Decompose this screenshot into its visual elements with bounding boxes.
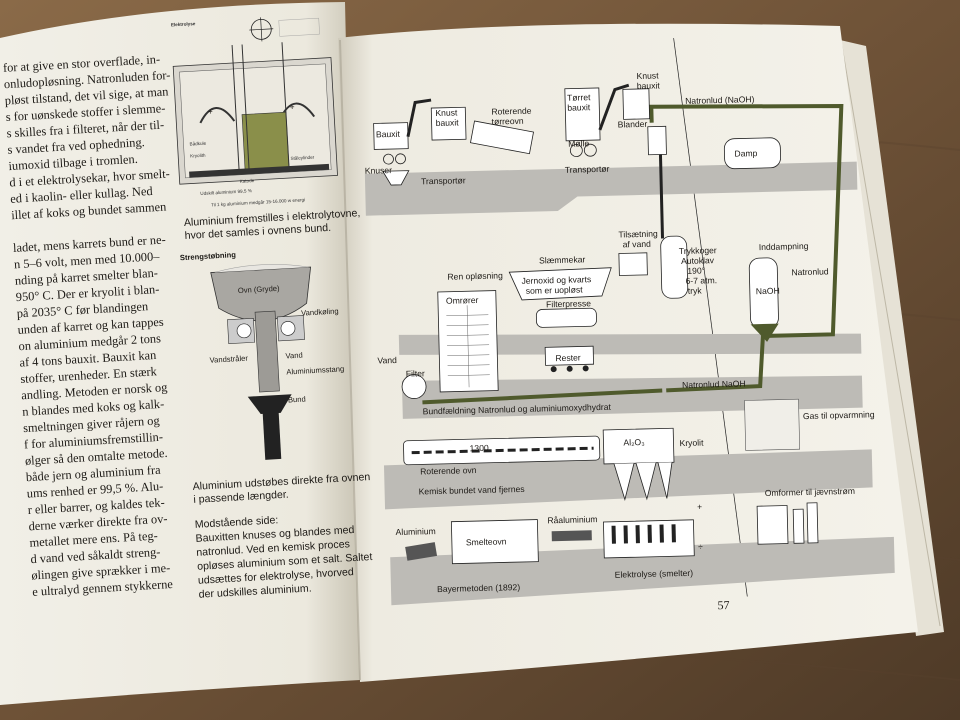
melting-furnace [450, 519, 539, 565]
steam-tank [723, 137, 781, 170]
svg-text:tørreovn: tørreovn [491, 116, 523, 127]
svg-text:Bund: Bund [288, 394, 306, 404]
svg-text:Filterpresse: Filterpresse [546, 298, 591, 309]
svg-text:Knust: Knust [435, 107, 458, 118]
svg-text:Omrører: Omrører [446, 295, 479, 306]
band-1 [364, 161, 858, 216]
svg-text:i passende længder.: i passende længder. [193, 489, 289, 506]
svg-text:Knuser: Knuser [365, 165, 393, 176]
svg-text:Roterende: Roterende [491, 106, 532, 117]
svg-text:Bauxit: Bauxit [376, 129, 401, 140]
svg-text:6-7 atm.: 6-7 atm. [685, 275, 717, 286]
svg-text:NaOH: NaOH [756, 286, 780, 297]
svg-text:Natronlud: Natronlud [791, 266, 829, 277]
svg-text:Til 1 kg aluminium medgår 15-1: Til 1 kg aluminium medgår 15-16.000 w en… [211, 196, 306, 207]
svg-text:÷: ÷ [698, 542, 703, 552]
spine-gutter [339, 39, 361, 681]
svg-text:Ren opløsning: Ren opløsning [447, 270, 503, 281]
svg-text:Bundfældning Natronlud og alum: Bundfældning Natronlud og aluminiumoxydh… [423, 402, 612, 417]
svg-text:Modstående side:: Modstående side: [194, 514, 278, 531]
svg-text:Gas til opvarmning: Gas til opvarmning [803, 409, 875, 421]
svg-text:som er uopløst: som er uopløst [526, 284, 584, 295]
svg-text:Al₂O₃: Al₂O₃ [623, 437, 645, 448]
svg-text:Roterende ovn: Roterende ovn [420, 465, 477, 476]
naoh-loop [649, 104, 844, 393]
svg-text:Aluminiumsstang: Aluminiumsstang [286, 364, 344, 376]
fig1-title: Elektrolyse [171, 21, 196, 27]
svg-text:Kryolit: Kryolit [679, 438, 704, 449]
svg-text:Autoklav: Autoklav [681, 255, 715, 266]
svg-text:Vandkøling: Vandkøling [301, 307, 339, 318]
svg-text:Vand: Vand [285, 351, 303, 361]
left-page-content: for at give en stor overflade, in-onludo… [3, 17, 373, 601]
svg-text:Slæmmekar: Slæmmekar [539, 254, 586, 265]
svg-text:Natronlud (NaOH): Natronlud (NaOH) [685, 94, 755, 106]
left-body-text: for at give en stor overflade, in-onludo… [3, 52, 174, 599]
svg-text:Jernoxid og kvarts: Jernoxid og kvarts [521, 274, 591, 286]
svg-text:bauxit: bauxit [567, 102, 591, 113]
svg-text:Katode: Katode [240, 178, 255, 184]
svg-text:bauxit: bauxit [436, 117, 460, 128]
svg-text:Omformer til jævnstrøm: Omformer til jævnstrøm [765, 486, 855, 498]
svg-text:+: + [207, 106, 213, 116]
svg-text:Vand: Vand [377, 355, 397, 365]
svg-text:Blander: Blander [618, 119, 648, 130]
svg-text:Aluminium: Aluminium [395, 526, 435, 537]
svg-text:+: + [697, 502, 702, 512]
page-number: 57 [717, 598, 729, 612]
svg-text:Inddampning: Inddampning [759, 241, 809, 252]
process-diagram: Bauxit Knuser Transportør Knust bauxit R… [364, 38, 895, 612]
svg-text:bauxit: bauxit [637, 80, 661, 91]
svg-text:Damp: Damp [734, 148, 757, 159]
svg-text:Kryolith: Kryolith [190, 153, 206, 159]
band-2 [398, 333, 862, 355]
autoclave [660, 235, 689, 299]
svg-text:Råaluminium: Råaluminium [547, 514, 597, 525]
svg-text:Knust: Knust [636, 70, 659, 81]
svg-text:af vand: af vand [623, 239, 652, 250]
svg-text:tryk: tryk [688, 285, 703, 295]
svg-text:Smelteovn: Smelteovn [466, 536, 507, 547]
svg-text:Elektrolyse (smelter): Elektrolyse (smelter) [615, 568, 694, 580]
svg-text:Trykkoger: Trykkoger [679, 245, 717, 256]
svg-text:Kemisk bundet vand fjernes: Kemisk bundet vand fjernes [419, 484, 525, 497]
svg-text:Ovn (Gryde): Ovn (Gryde) [238, 284, 281, 295]
svg-text:190°: 190° [687, 265, 705, 275]
svg-text:Stålcylinder: Stålcylinder [290, 154, 315, 161]
svg-text:Bayermetoden (1892): Bayermetoden (1892) [437, 582, 520, 594]
svg-text:Bådkule: Bådkule [189, 140, 206, 147]
svg-text:Transportør: Transportør [565, 164, 610, 175]
svg-text:Tilsætning: Tilsætning [618, 229, 658, 240]
svg-text:Filter: Filter [406, 368, 425, 378]
svg-text:1300: 1300 [469, 443, 489, 453]
svg-text:Tørret: Tørret [567, 92, 591, 103]
svg-text:Mølle: Mølle [568, 138, 589, 149]
svg-text:Vandstråler: Vandstråler [209, 354, 248, 365]
svg-text:+: + [289, 102, 295, 112]
svg-text:Udskilt aluminium 99,5 %: Udskilt aluminium 99,5 % [200, 188, 252, 196]
fig2-title: Strengstøbning [180, 250, 237, 262]
svg-text:Natronlud NaOH: Natronlud NaOH [682, 378, 746, 390]
svg-text:Rester: Rester [555, 352, 581, 363]
svg-text:Transportør: Transportør [421, 175, 466, 186]
settling-tank [508, 267, 612, 301]
